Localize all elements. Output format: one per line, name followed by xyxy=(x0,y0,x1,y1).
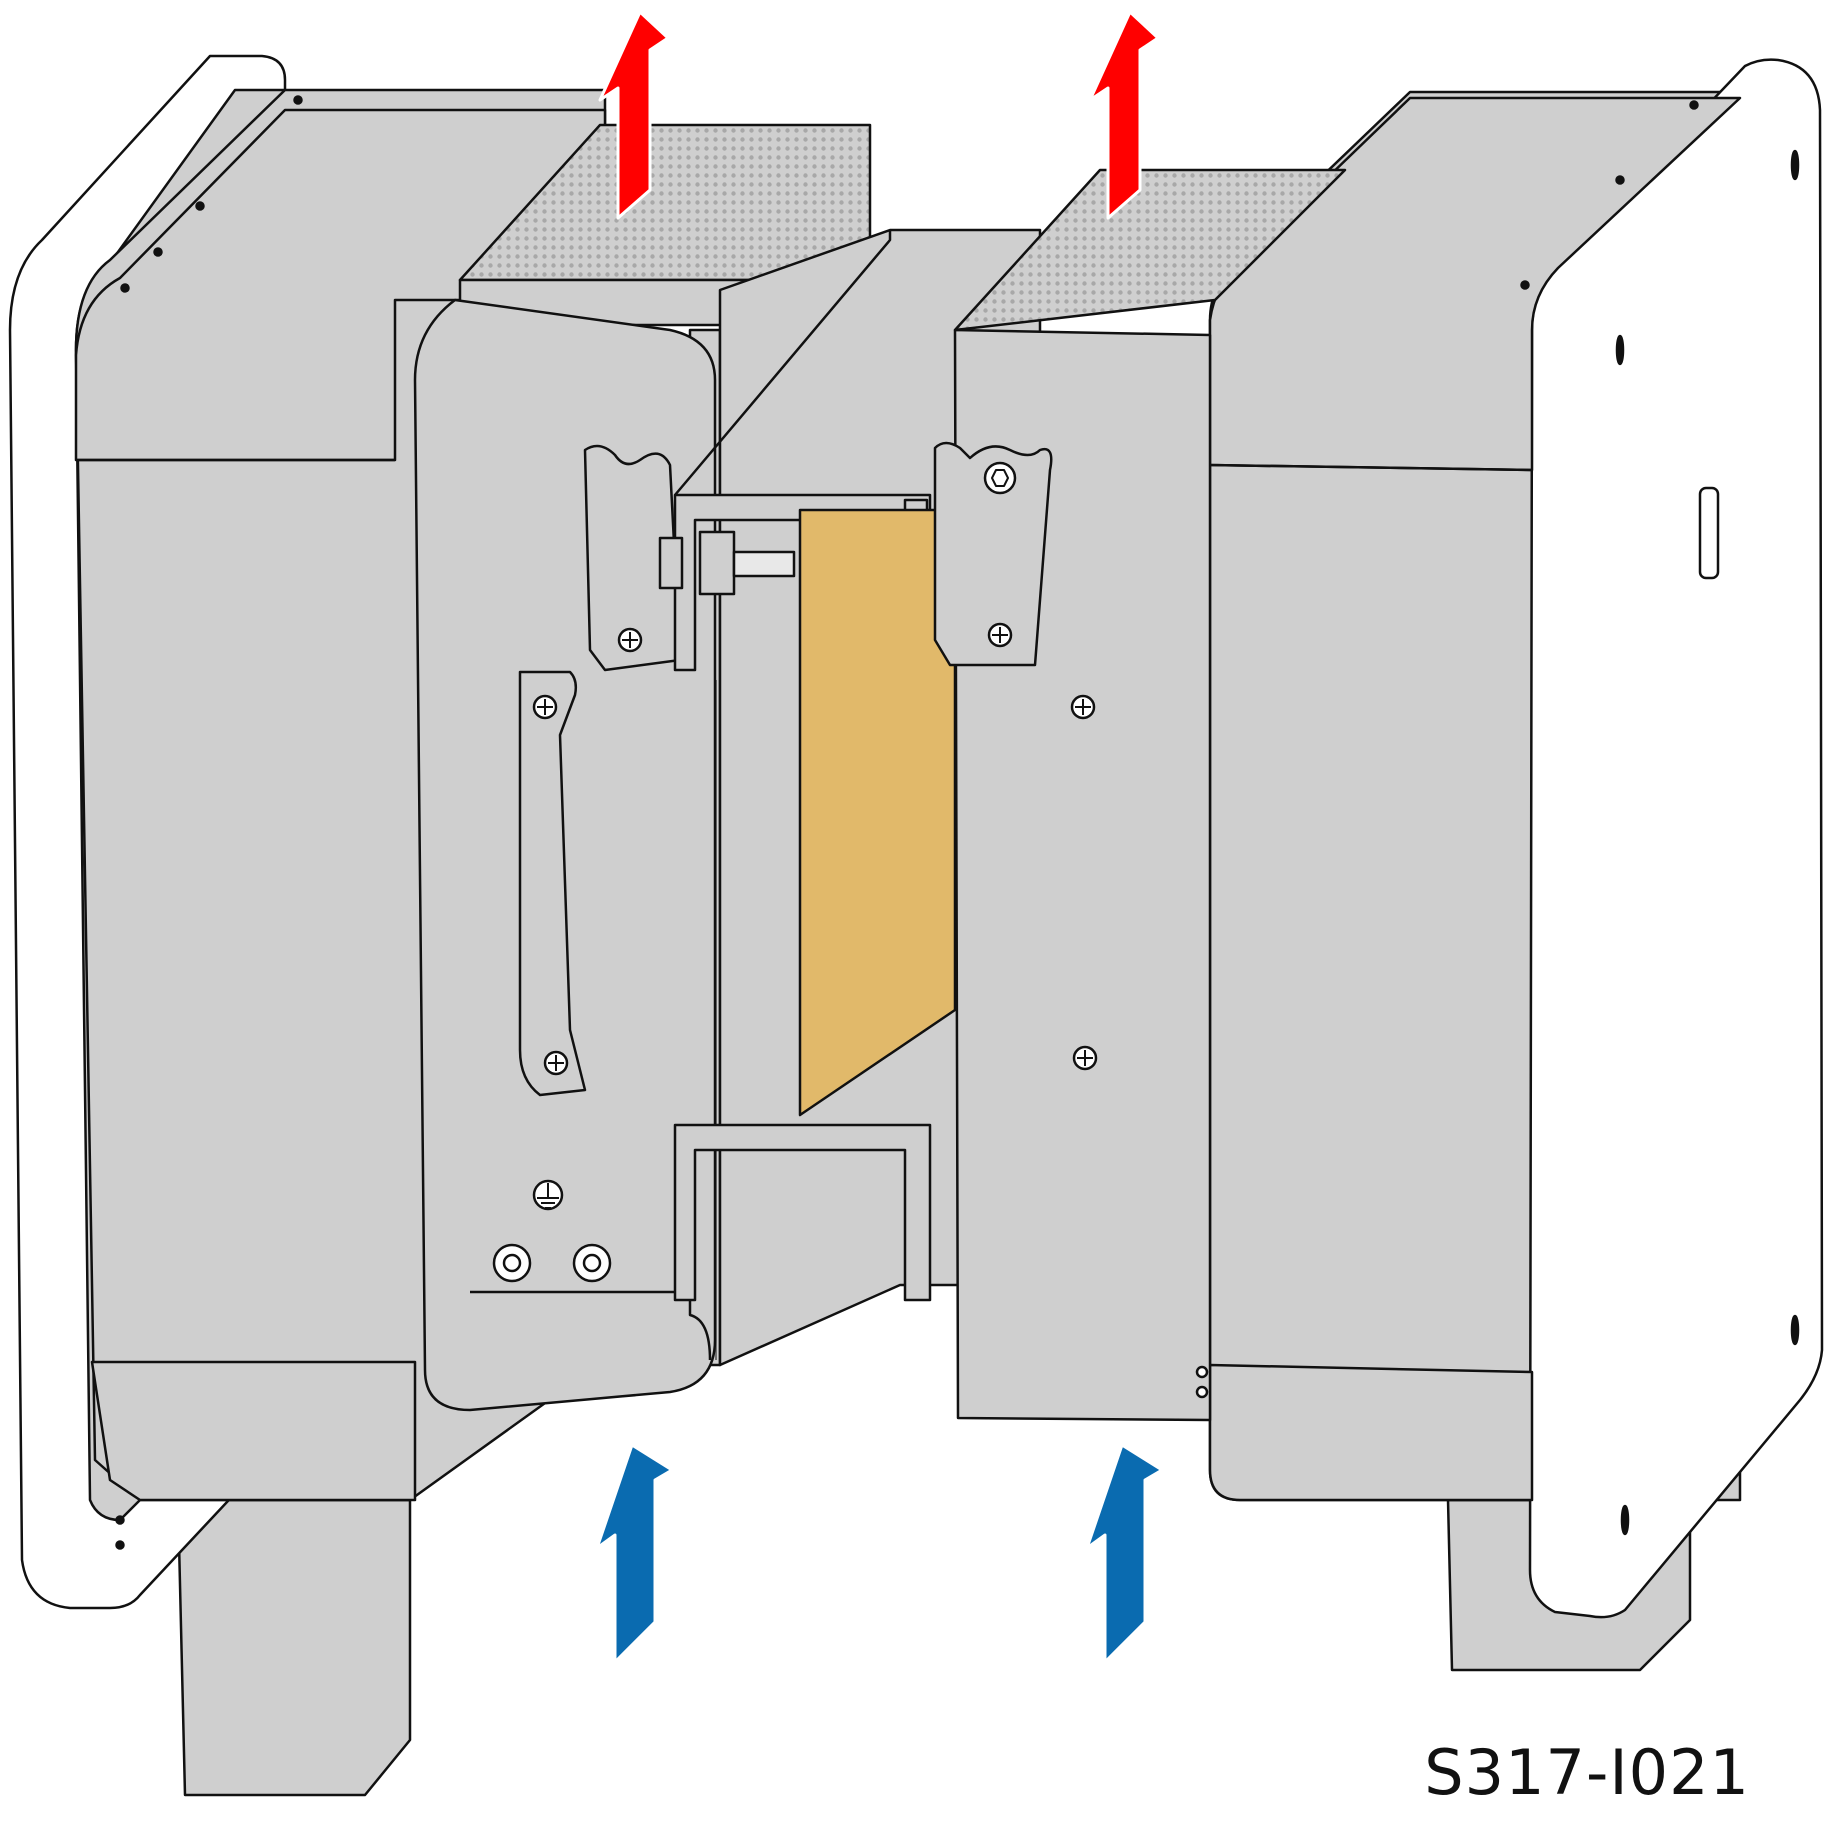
right-inverter-front-cover xyxy=(1528,58,1824,1619)
cable-gland-right xyxy=(572,1243,612,1283)
bracket-bottom-channel xyxy=(673,1123,932,1302)
intake-arrow-icon xyxy=(595,1443,674,1664)
left-inverter-leg xyxy=(176,1498,412,1797)
left-inverter-handle xyxy=(518,670,587,1097)
exhaust-arrow-icon xyxy=(1088,10,1160,220)
intake-arrow-icon xyxy=(1085,1443,1164,1664)
right-mounting-ear xyxy=(933,441,1053,667)
cable-gland-left xyxy=(492,1243,532,1283)
left-mounting-ear xyxy=(583,444,682,672)
left-inverter-shoulder xyxy=(74,108,607,462)
figure-code: S317-I021 xyxy=(1424,1736,1750,1809)
right-inverter-seam xyxy=(1209,463,1533,472)
ground-symbol-icon xyxy=(532,1179,564,1211)
right-inverter xyxy=(1208,58,1824,1672)
right-inverter-bottom-band xyxy=(1208,1363,1534,1502)
exhaust-arrow-icon xyxy=(598,10,670,220)
hex-bolt-icon xyxy=(983,461,1017,495)
spacer-plate xyxy=(798,508,957,1117)
right-heatsink-mesh xyxy=(953,168,1347,332)
left-inverter-bottom-band xyxy=(90,1360,417,1502)
cover-latch xyxy=(1698,486,1720,580)
